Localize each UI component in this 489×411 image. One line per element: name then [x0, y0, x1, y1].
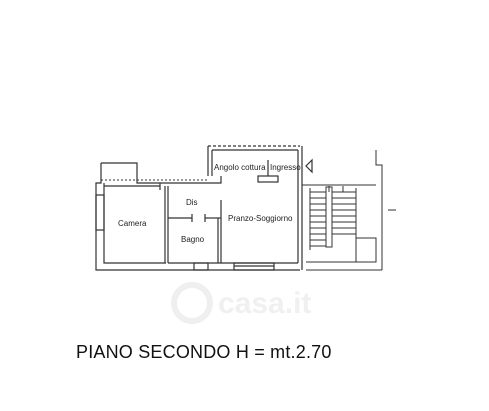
stair-arrow-icon [342, 186, 349, 193]
walls [95, 145, 313, 271]
window-camera [95, 194, 105, 231]
watermark-logo-icon [171, 282, 213, 324]
wall-top-left [101, 162, 222, 184]
stair-steps-right [332, 188, 357, 240]
room-label-bagno: Bagno [181, 235, 205, 244]
window-bagno [193, 262, 209, 271]
stair-steps-left [309, 188, 326, 250]
watermark: casa.it [171, 282, 311, 324]
wall-left [95, 163, 166, 271]
room-label-angolo-cottura: Angolo cottura [214, 163, 266, 172]
room-label-pranzo-soggiorno: Pranzo-Soggiorno [228, 214, 293, 223]
room-label-camera: Camera [118, 219, 147, 228]
watermark-text: casa.it [218, 287, 311, 320]
entrance-marker-icon [305, 158, 313, 174]
plan-title: PIANO SECONDO H = mt.2.70 [76, 342, 332, 362]
kitchen-counter [257, 175, 279, 183]
room-label-dis: Dis [186, 198, 198, 207]
stair-landing [355, 237, 377, 263]
stairwell [302, 150, 396, 271]
room-label-ingresso: Ingresso [270, 163, 301, 172]
stair-wall-right [375, 150, 383, 270]
stair-core [325, 186, 333, 248]
